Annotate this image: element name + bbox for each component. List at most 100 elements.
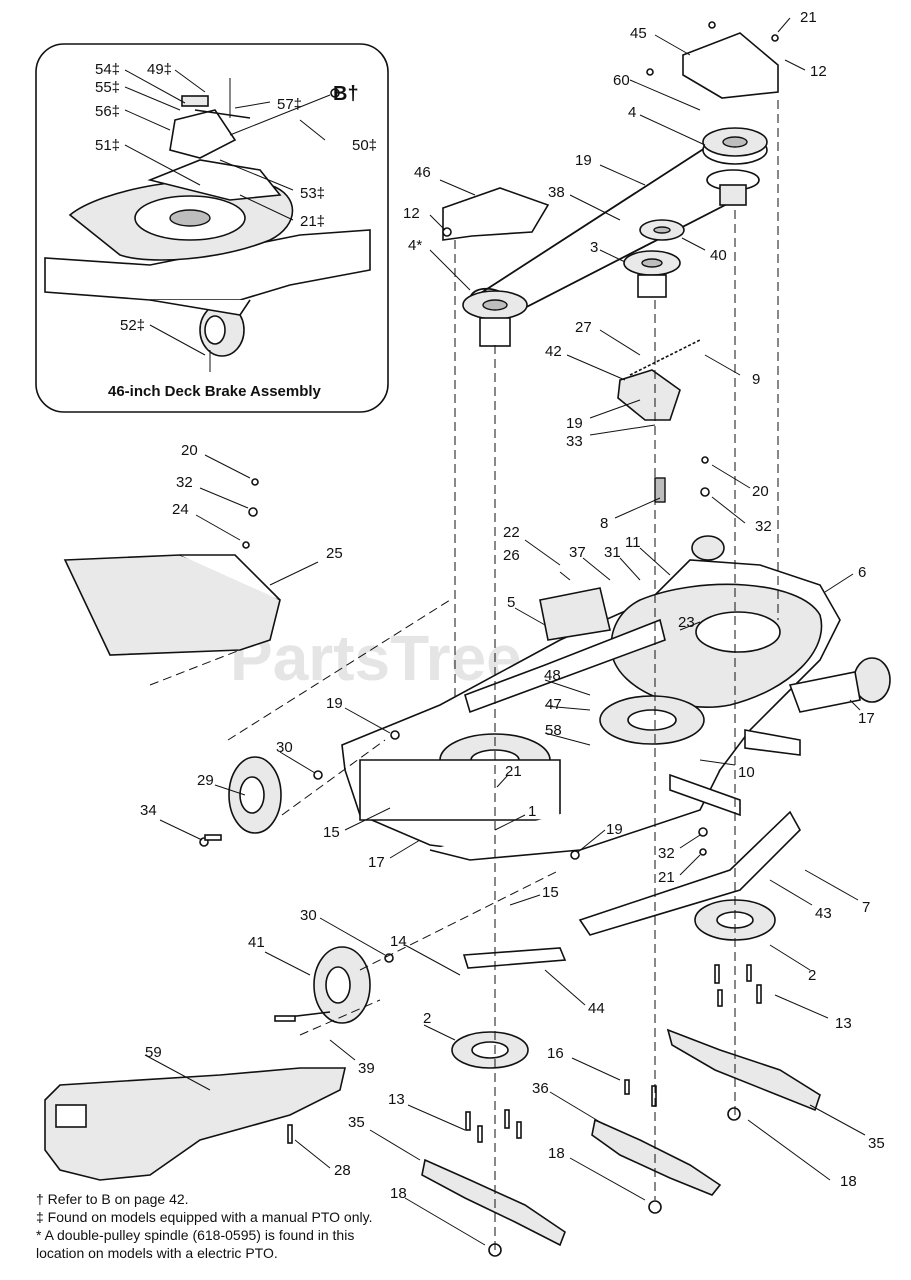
inset-label: 50‡: [352, 137, 377, 154]
callout-label: 17: [368, 854, 385, 871]
callout-label: 44: [588, 1000, 605, 1017]
callout-label: 16: [547, 1045, 564, 1062]
callout-label: 8: [600, 515, 608, 532]
callout-label: 21: [505, 763, 522, 780]
spindle-housing-right: [694, 899, 776, 941]
callout-label: 59: [145, 1044, 162, 1061]
callout-label: 19: [326, 695, 343, 712]
callout-label: 42: [545, 343, 562, 360]
callout-label: 33: [566, 433, 583, 450]
callout-label: 10: [738, 764, 755, 781]
inset-label: 49‡: [147, 61, 172, 78]
callout-label: 36: [532, 1080, 549, 1097]
callout-label: 45: [630, 25, 647, 42]
callout-label: 34: [140, 802, 157, 819]
brake-assembly-inset: 54‡ 49‡ 55‡ 56‡ 51‡ B† 57‡ 50‡ 53‡ 21‡ 5…: [35, 43, 389, 413]
callout-label: 4*: [408, 237, 422, 254]
callout-label: 24: [172, 501, 189, 518]
spindle-housing-left: [451, 1031, 529, 1069]
callout-label: 18: [548, 1145, 565, 1162]
callout-label: 27: [575, 319, 592, 336]
callout-label: 58: [545, 722, 562, 739]
inset-label: 53‡: [300, 185, 325, 202]
callout-label: 48: [544, 667, 561, 684]
callout-leaders: [144, 17, 866, 1246]
callout-label: 14: [390, 933, 407, 950]
callout-label: 20: [752, 483, 769, 500]
callout-label: 12: [403, 205, 420, 222]
callout-label: 13: [388, 1091, 405, 1108]
callout-label: 25: [326, 545, 343, 562]
callout-label: 46: [414, 164, 431, 181]
spindle-pulley-left: [462, 290, 528, 347]
inset-label: B†: [333, 83, 359, 105]
callout-label: 15: [542, 884, 559, 901]
callout-label: 26: [503, 547, 520, 564]
callout-label: 31: [604, 544, 621, 561]
inset-label: 21‡: [300, 213, 325, 230]
callout-label: 7: [862, 899, 870, 916]
inset-label: 55‡: [95, 79, 120, 96]
callout-label: 19: [566, 415, 583, 432]
callout-label: 21: [800, 9, 817, 26]
spindle-pulley-3: [623, 250, 681, 298]
inset-label: 54‡: [95, 61, 120, 78]
callout-label: 38: [548, 184, 565, 201]
callout-label: 15: [323, 824, 340, 841]
callout-label: 23: [678, 614, 695, 631]
footnotes: † Refer to B on page 42. ‡ Found on mode…: [36, 1190, 456, 1262]
inset-label: 52‡: [120, 317, 145, 334]
callout-label: 37: [569, 544, 586, 561]
callout-label: 6: [858, 564, 866, 581]
gauge-wheel-29: [228, 756, 282, 834]
blade-left: [421, 1158, 566, 1247]
watermark: PartsTree: [230, 622, 522, 694]
callout-label: 5: [507, 594, 515, 611]
callout-label: 4: [628, 104, 636, 121]
footnote: † Refer to B on page 42.: [36, 1191, 189, 1207]
callout-label: 11: [625, 534, 641, 551]
inset-label: 56‡: [95, 103, 120, 120]
callout-label: 12: [810, 63, 827, 80]
callout-label: 13: [835, 1015, 852, 1032]
callout-label: 17: [858, 710, 875, 727]
inset-label: 57‡: [277, 96, 302, 113]
callout-label: 35: [868, 1135, 885, 1152]
deck-parts: [44, 21, 891, 1257]
gauge-wheel-41: [279, 946, 371, 1024]
callout-label: 2: [423, 1010, 431, 1027]
callout-label: 18: [840, 1173, 857, 1190]
callout-label: 32: [176, 474, 193, 491]
callout-label: 47: [545, 696, 562, 713]
callout-label: 35: [348, 1114, 365, 1131]
callout-label: 1: [528, 803, 536, 820]
blade-center: [591, 1118, 722, 1196]
callout-label: 41: [248, 934, 265, 951]
callout-label: 21: [658, 869, 675, 886]
footnote: ‡ Found on models equipped with a manual…: [36, 1209, 373, 1225]
inset-label: 51‡: [95, 137, 120, 154]
belt-cover-right: [682, 32, 779, 99]
callout-label: 19: [606, 821, 623, 838]
callout-label: 39: [358, 1060, 375, 1077]
footnote: * A double-pulley spindle (618-0595) is …: [36, 1227, 355, 1243]
mulch-plug: [44, 1067, 347, 1181]
callout-label: 22: [503, 524, 520, 541]
callout-label: 9: [752, 371, 760, 388]
inset-title: 46-inch Deck Brake Assembly: [108, 383, 322, 400]
callout-label: 30: [276, 739, 293, 756]
callout-label: 28: [334, 1162, 351, 1179]
callout-label: 19: [575, 152, 592, 169]
callout-label: 32: [755, 518, 772, 535]
belt-cover-left: [442, 187, 550, 241]
callout-label: 43: [815, 905, 832, 922]
callout-label: 30: [300, 907, 317, 924]
callout-label: 20: [181, 442, 198, 459]
callout-label: 18: [390, 1185, 407, 1202]
idler-pulley-40: [639, 219, 685, 241]
callout-label: 3: [590, 239, 598, 256]
callout-label: 60: [613, 72, 630, 89]
callout-label: 29: [197, 772, 214, 789]
footnote: location on models with a electric PTO.: [36, 1245, 278, 1261]
